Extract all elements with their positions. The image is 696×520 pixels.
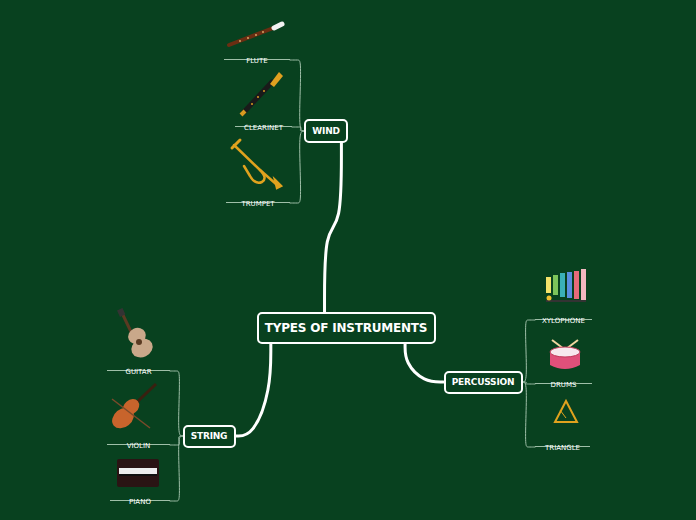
sub-branch [170,371,183,436]
topic-label: CLEARINET [244,123,283,134]
sub-branch [290,131,304,203]
leaf-topic: PIANO [110,488,170,501]
topic-label: FLUTE [246,56,267,67]
clarinet-icon [241,72,283,115]
topic-label: TRUMPET [241,199,274,210]
topic-label: TYPES OF INSTRUMENTS [265,321,428,335]
topic-label: VIOLIN [127,441,151,452]
topic-label: WIND [312,126,339,136]
topic-label: XYLOPHONE [542,316,585,327]
main-branch [236,344,271,436]
topic-label: TRIANGLE [545,443,580,454]
branch-topic: WIND [304,119,348,143]
drum-icon [550,340,580,369]
leaf-topic: XYLOPHONE [535,307,592,320]
flute-icon [229,24,282,45]
sub-branch [170,436,183,501]
leaf-topic: TRIANGLE [535,434,590,447]
main-branch [325,143,342,312]
leaf-topic: GUITAR [107,358,170,371]
main-branch [405,344,443,382]
trumpet-icon [232,140,281,188]
branch-topic: PERCUSSION [444,371,523,394]
triangle-icon [555,401,577,422]
sub-branch [292,127,304,131]
sub-branch [523,382,536,447]
guitar-icon [117,308,156,361]
sub-branch [290,60,304,131]
leaf-topic: FLUTE [224,47,290,60]
topic-label: PERCUSSION [452,377,515,387]
sub-branch [523,320,536,382]
sub-branch [170,436,183,445]
leaf-topic: VIOLIN [107,432,170,445]
leaf-topic: DRUMS [535,371,592,384]
topic-label: GUITAR [126,367,152,378]
branch-topic: STRING [183,425,236,448]
topic-label: DRUMS [551,380,577,391]
xylophone-icon [546,269,586,301]
topic-label: PIANO [129,497,151,508]
violin-icon [108,384,156,433]
central-topic: TYPES OF INSTRUMENTS [257,312,436,344]
leaf-topic: CLEARINET [235,114,292,127]
topic-label: STRING [191,431,228,441]
piano-icon [117,459,159,487]
leaf-topic: TRUMPET [226,190,290,203]
